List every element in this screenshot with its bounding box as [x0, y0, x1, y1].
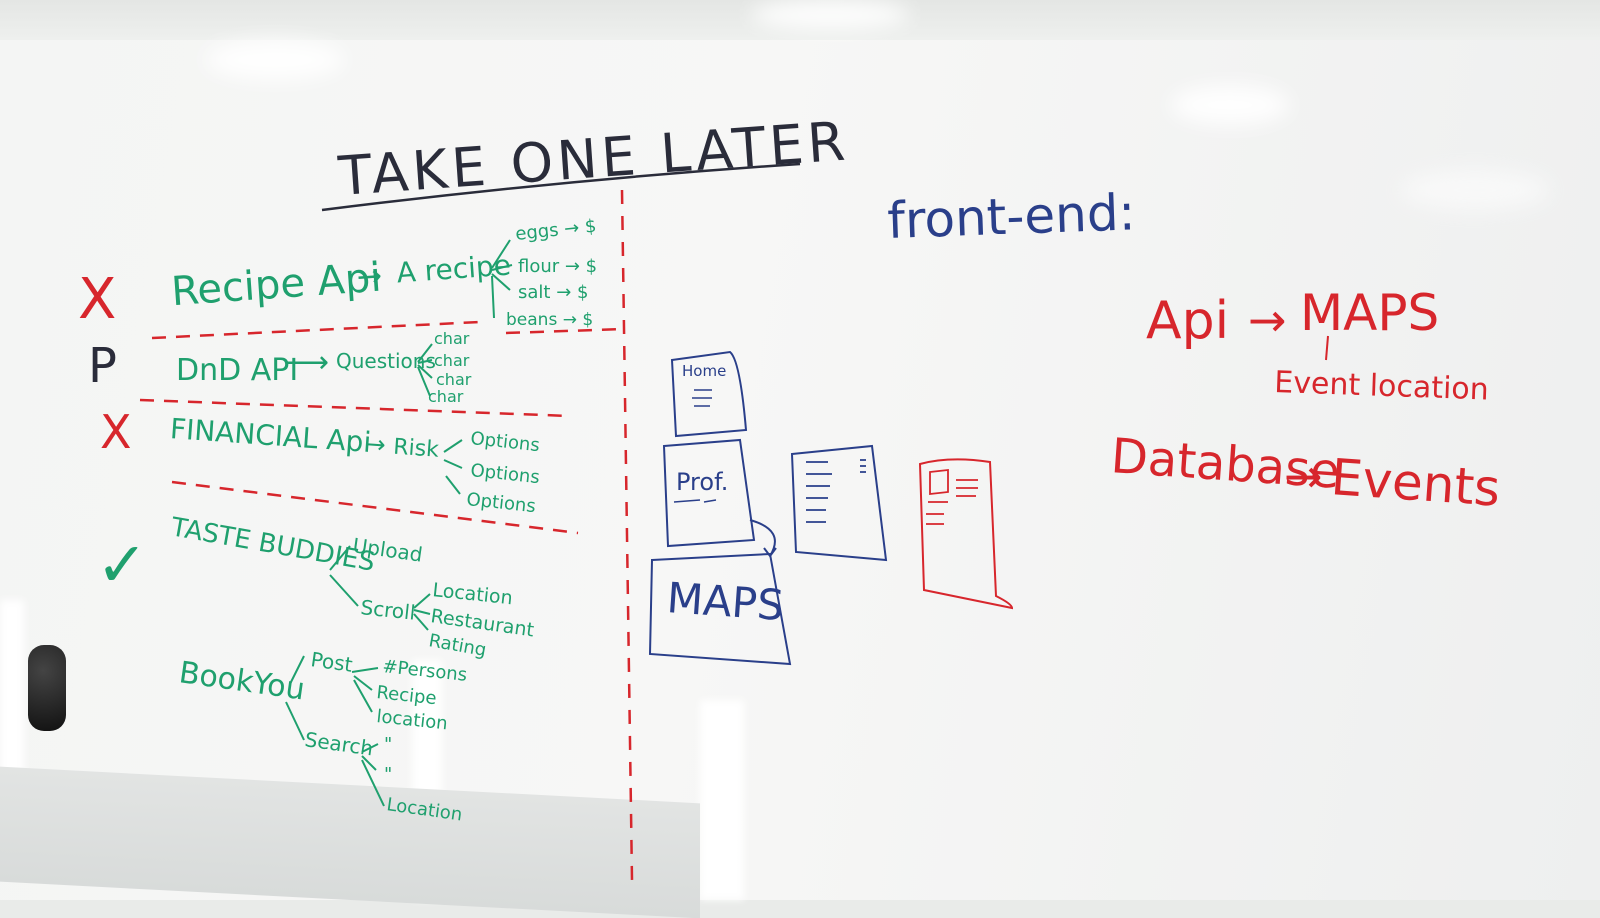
bookyou-branch [285, 655, 305, 741]
title-underline [321, 162, 801, 212]
api-label: Api [1146, 291, 1229, 351]
mark-check-taste: ✓ [96, 528, 148, 601]
eraser-magnet [28, 645, 66, 731]
separator-line [151, 320, 481, 340]
list-screen-lines [806, 459, 866, 523]
separator-line [171, 480, 579, 535]
light-reflection [750, 0, 910, 30]
financial-arrow: → [365, 430, 387, 459]
bookyou-search-item: Location [385, 794, 463, 825]
events-label: Events [1329, 448, 1502, 518]
recipe-branch [491, 239, 513, 319]
bookyou-search-item: " [384, 734, 392, 755]
home-screen-sketch [670, 350, 748, 438]
list-screen-sketch [790, 444, 888, 562]
bookyou-post: Post [309, 647, 354, 677]
event-screen-lines [926, 468, 978, 525]
financial-result: Risk [392, 435, 439, 463]
dnd-item: char [436, 370, 472, 389]
recipe-item: salt → $ [518, 282, 588, 303]
recipe-item: flour → $ [518, 256, 597, 277]
divider-line [620, 189, 634, 881]
taste-item: Rating [427, 630, 488, 661]
dnd-item: char [434, 329, 470, 348]
frontend-heading: front-end: [886, 183, 1136, 250]
home-screen-lines [692, 389, 712, 407]
bookyou-post-item: #Persons [381, 656, 468, 686]
home-screen-label: Home [682, 362, 726, 380]
bookyou-post-item: Recipe [375, 682, 437, 709]
light-reflection [1400, 170, 1550, 210]
event-location-label: Event location [1274, 365, 1490, 407]
light-reflection [205, 40, 345, 80]
maps-screen-label: MAPS [665, 573, 785, 630]
light-bar [700, 700, 744, 900]
maps-connector [1325, 335, 1329, 361]
mark-x-financial: X [100, 405, 132, 459]
bookyou-label: BookYou [177, 655, 307, 707]
taste-scroll-branch [413, 593, 431, 631]
title: TAKE ONE LATER [336, 109, 851, 208]
financial-item: Options [465, 489, 536, 517]
separator-line [505, 327, 626, 335]
financial-branch [443, 439, 463, 495]
dnd-item: char [428, 387, 464, 406]
financial-item: Options [469, 428, 540, 456]
bookyou-post-branch [351, 667, 379, 713]
recipe-api-label: Recipe Api [170, 255, 383, 316]
api-arrow: → [1248, 293, 1287, 347]
taste-branch [329, 545, 359, 607]
taste-item: Location [431, 579, 513, 609]
dnd-api-label: DnD API [176, 353, 298, 388]
bookyou-search-item: " [384, 764, 392, 785]
dnd-result: Questions [336, 349, 436, 373]
dnd-item: char [434, 351, 470, 370]
light-reflection [1170, 85, 1290, 125]
maps-screen-sketch [648, 552, 792, 666]
dnd-branch [417, 343, 433, 397]
bookyou-post-item: location [375, 706, 448, 734]
recipe-arrow: → [356, 259, 384, 296]
maps-label: MAPS [1300, 284, 1439, 342]
dnd-arrow: ⟶ [286, 345, 329, 380]
financial-item: Options [469, 460, 540, 488]
mark-x-recipe: X [78, 267, 116, 332]
database-arrow: → [1284, 449, 1323, 503]
recipe-item: beans → $ [506, 310, 593, 330]
profile-screen-lines [673, 499, 717, 503]
mark-p-dnd: P [88, 338, 117, 394]
recipe-item: eggs → $ [514, 216, 597, 245]
taste-buddies-label: TASTE BUDDIES [168, 512, 377, 578]
profile-screen-label: Prof. [676, 468, 728, 496]
profile-screen-sketch [662, 438, 756, 548]
taste-scroll: Scroll [359, 595, 416, 625]
financial-api-label: FINANCIAL Api [169, 412, 372, 459]
event-screen-sketch [918, 458, 1014, 610]
bookyou-search-branch [361, 743, 385, 807]
bookyou-search: Search [303, 727, 374, 760]
